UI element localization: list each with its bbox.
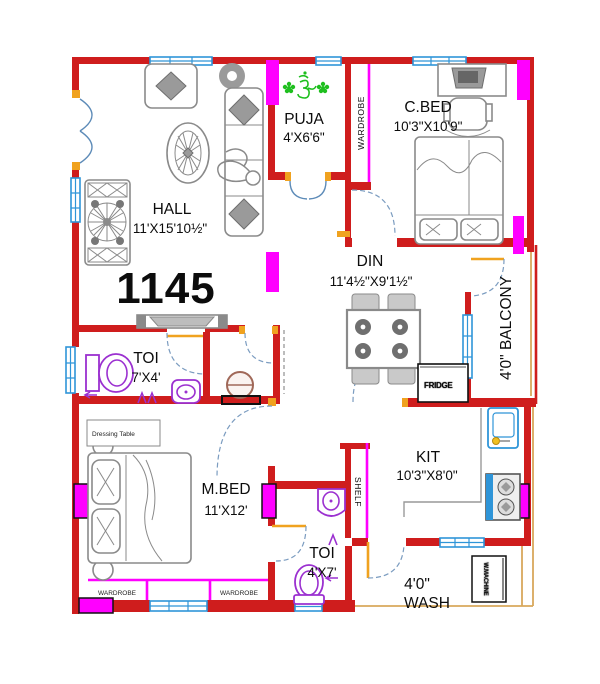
om-icon [297,71,317,99]
tap-symbol [328,532,338,546]
kitchen-counter [403,408,482,517]
hall-left-window [70,177,81,223]
bath-door [239,326,278,364]
mbed-bottom-window [149,600,208,612]
flower-icon [316,81,330,94]
flower-icon [282,81,296,94]
kitchen-sink [487,407,519,449]
balcony-label: 4'0" BALCONY [498,276,515,380]
doors [72,90,505,579]
din-dims: 11'4½"X9'1½" [330,274,413,289]
stove [485,473,521,521]
kitchen-window [439,537,485,548]
shelf-label: SHELF [353,477,363,507]
kit-label: KIT [416,449,441,466]
puja-symbols [282,71,330,99]
person-figure [217,148,261,186]
wash-size-label: 4'0" [404,576,430,593]
hall-label: HALL [153,201,192,218]
wash-label: WASH [404,595,450,612]
dining-set [345,293,422,385]
wash-door [366,542,405,579]
cbed-door [337,189,396,237]
main-entrance-door [72,90,93,170]
mbed-bed [87,435,192,581]
toi-bottom-dims: 4'X7' [307,565,336,580]
hall-dims: 11'X15'10½" [133,221,207,236]
hall-tv-unit [84,179,131,266]
wall-piers [73,60,530,614]
balcony-door [470,257,505,297]
toilet-bottom-fixtures [293,488,346,605]
wardrobe-left-label: WARDROBE [98,590,137,597]
corner-sink [317,488,346,517]
mbed-door [216,398,276,479]
windows [65,56,485,612]
water-inlet-arrow [324,574,338,582]
wardrobe-right-label: WARDROBE [220,590,259,597]
area-number: 1145 [116,264,215,313]
cbed-chair [443,97,493,137]
hall-tv-console [136,314,228,329]
toi-top-label: TOI [133,350,159,367]
hall-sofa-set [144,63,264,237]
room-labels: HALL 11'X15'10½" 1145 PUJA 4'X6'6" C.BED… [116,99,515,612]
cbed-label: C.BED [404,99,451,116]
toi-left-window [65,346,76,394]
puja-top-window [315,56,342,66]
dressing-table-label: Dressing Table [92,431,135,438]
dressing-table: Dressing Table [86,419,161,447]
toi-top-door [166,332,204,375]
toi-bottom-door [272,524,307,562]
puja-label: PUJA [284,111,324,128]
toilet-top-sink [171,379,201,404]
cbed-bed [414,136,504,245]
fridge: FRIDGE [417,363,469,403]
open-boundary-lines [352,245,538,607]
puja-door [285,172,331,200]
cbed-desk [437,63,507,97]
toi-top-dims: 7'X4' [131,370,160,385]
mbed-wardrobe-band: WARDROBE WARDROBE [88,578,268,600]
water-inlet-arrow [83,391,97,399]
fridge-label: FRIDGE [424,381,453,390]
hall-center-table [166,122,210,184]
cbed-dims: 10'3"X10'9" [394,119,463,134]
mbed-dims: 11'X12' [204,503,247,518]
bath-basin [221,371,261,405]
puja-dims: 4'X6'6" [283,130,325,145]
din-label: DIN [357,253,384,270]
washing-machine-label: W.MACHINE [482,562,488,595]
toilet-bottom-wc [293,564,325,605]
kit-dims: 10'3"X8'0" [396,468,457,483]
wardrobe-strip: WARDROBE [351,64,371,182]
wardrobe-strip-label: WARDROBE [356,96,366,150]
washing-machine: W.MACHINE [471,555,507,603]
toi-bottom-label: TOI [309,545,335,562]
shelf-strip: SHELF [351,443,369,538]
toilet-top-fixtures [83,353,261,405]
mbed-label: M.BED [201,481,250,498]
tap-symbol [137,390,157,404]
